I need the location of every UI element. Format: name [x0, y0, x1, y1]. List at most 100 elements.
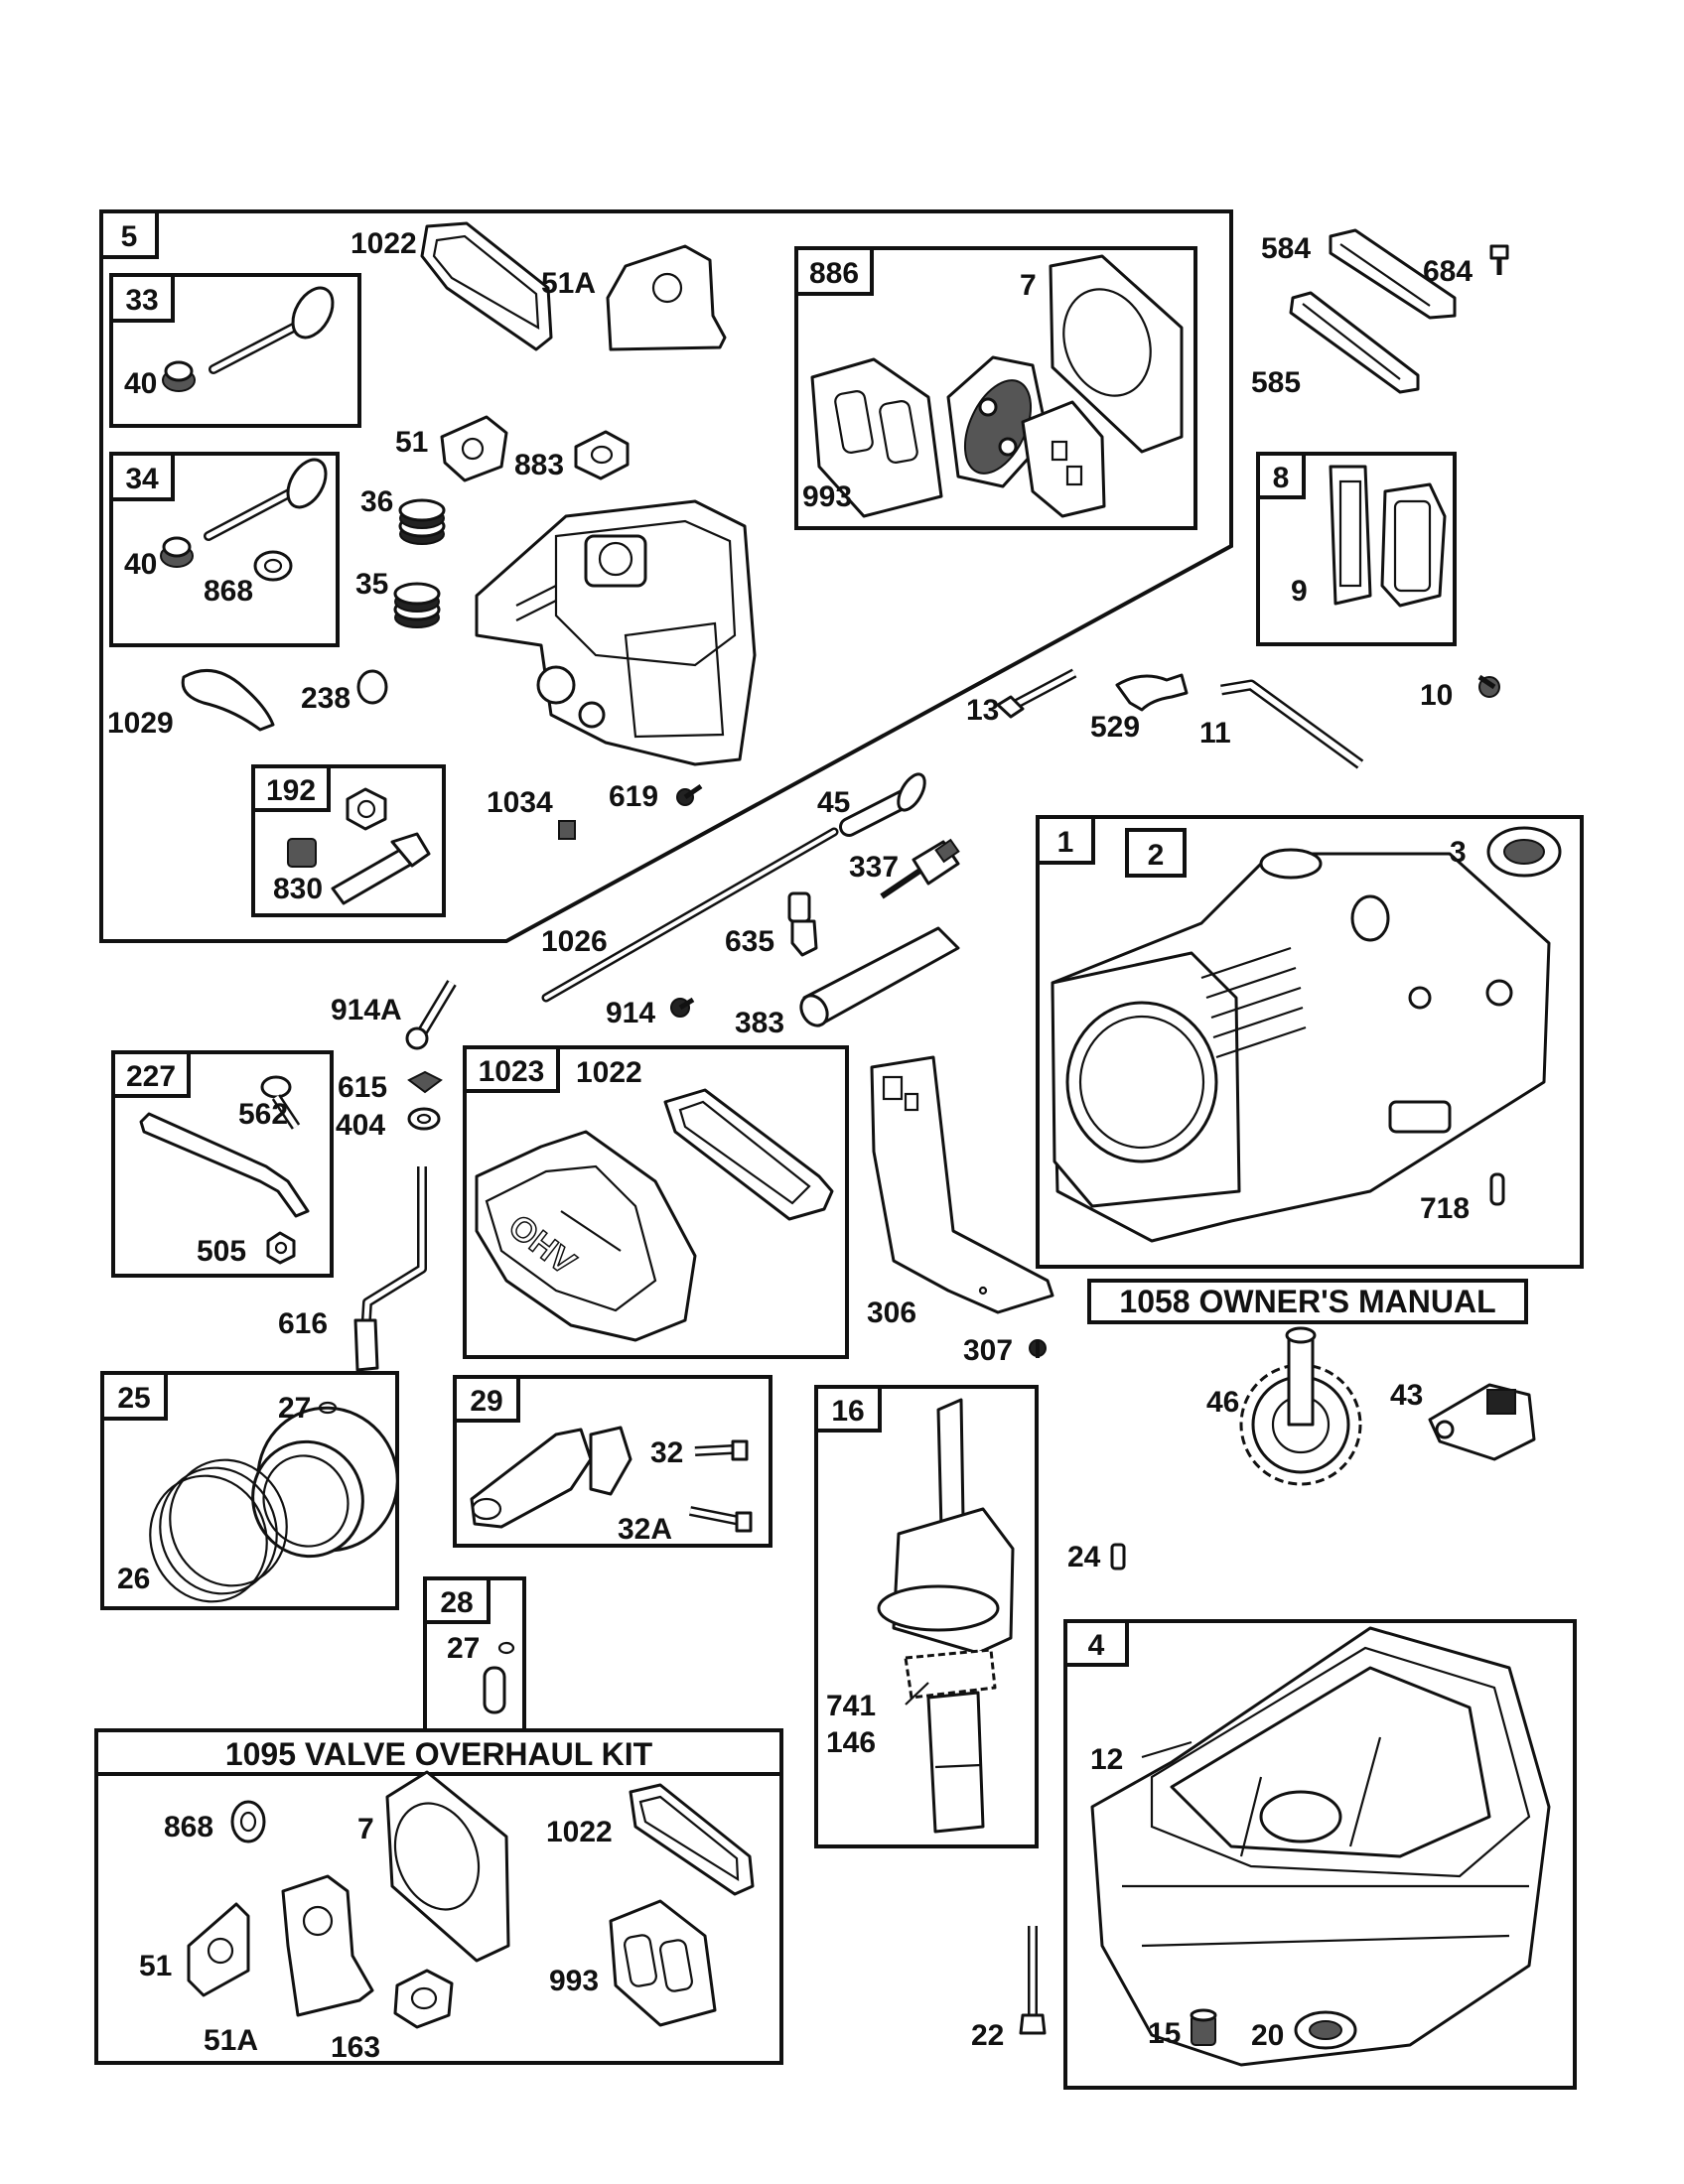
label-24: 24 [1067, 1541, 1101, 1573]
label-20: 20 [1251, 2019, 1284, 2052]
leader-741 [905, 1682, 929, 1706]
group-4-tab [1063, 1619, 1129, 1667]
piston-part [251, 1406, 399, 1559]
rocker-cover-gasket-1022-mid [663, 1088, 834, 1221]
group-16-number: 16 [831, 1395, 864, 1428]
head-gasket-7b [385, 1770, 510, 1963]
piston-pin-part [483, 1666, 506, 1714]
washer-404 [407, 1107, 441, 1131]
exhaust-gasket-163 [393, 1969, 454, 2029]
piston-pin-clip-27b [497, 1641, 515, 1655]
group-4-number: 4 [1088, 1629, 1105, 1662]
washer-615 [407, 1070, 443, 1094]
tappet-45 [839, 772, 926, 837]
group-29-number: 29 [470, 1385, 502, 1418]
intake-manifold-gasket-993a [810, 357, 943, 518]
group-192-tab [251, 764, 331, 812]
bolt-13 [996, 668, 1077, 719]
label-505: 505 [197, 1235, 246, 1268]
label-40-a: 40 [124, 367, 157, 400]
group-28-tab [423, 1576, 491, 1624]
bolt-32a [689, 1506, 753, 1533]
owners-manual-box [1087, 1279, 1528, 1324]
exhaust-valve-part [204, 458, 328, 541]
valve-kit-frame [94, 1728, 783, 2065]
label-741: 741 [826, 1690, 876, 1722]
camshaft-gear-46 [1239, 1326, 1362, 1486]
rocker-nut-part [346, 787, 387, 831]
oil-seal-3 [1486, 826, 1562, 878]
group-29-tab [453, 1375, 520, 1423]
governor-shaft-616 [353, 1166, 427, 1372]
label-46: 46 [1206, 1386, 1239, 1419]
label-307: 307 [963, 1334, 1013, 1367]
valve-seal-part-868a [253, 550, 293, 582]
crankcase-cover-part [1090, 1626, 1551, 2067]
label-27-b: 27 [447, 1632, 480, 1665]
valve-seal-868b [230, 1800, 266, 1843]
nut-505 [266, 1231, 296, 1265]
group-4-frame [1063, 1619, 1577, 2090]
group-1-number: 1 [1057, 826, 1074, 859]
label-51a-b: 51A [204, 2024, 258, 2057]
group-5-frame [99, 209, 1233, 943]
group-227-frame [111, 1050, 334, 1278]
intake-gasket-51a-top [606, 244, 727, 351]
group-886-tab [794, 246, 874, 296]
label-993-b: 993 [549, 1965, 599, 1997]
label-1022-b: 1022 [576, 1056, 642, 1089]
label-22: 22 [971, 2019, 1004, 2052]
label-43: 43 [1390, 1379, 1423, 1412]
compression-release-43 [1428, 1383, 1536, 1461]
label-36: 36 [360, 485, 393, 518]
intake-manifold-gasket-993-kit [609, 1899, 717, 2027]
label-404: 404 [336, 1109, 385, 1142]
label-529: 529 [1090, 711, 1140, 744]
spark-plug-337 [880, 838, 960, 899]
screw-684 [1489, 244, 1509, 275]
group-28-number: 28 [440, 1586, 473, 1619]
piston-rings-26 [149, 1458, 288, 1603]
label-35: 35 [355, 568, 388, 601]
valve-keeper-part-40a [162, 360, 196, 392]
intake-valve-part [209, 286, 335, 374]
group-192-frame [251, 764, 446, 917]
intake-gasket-51-top [440, 415, 508, 482]
label-32: 32 [650, 1436, 683, 1469]
group-25-tab [100, 1371, 168, 1421]
head-gasket-7a [1049, 254, 1184, 454]
group-2-tab [1125, 828, 1187, 878]
hose-529 [1115, 673, 1189, 712]
label-619: 619 [609, 780, 658, 813]
label-12: 12 [1090, 1743, 1123, 1776]
valve-kit-title: 1095 VALVE OVERHAUL KIT [225, 1736, 653, 1772]
group-1023-frame [463, 1045, 849, 1359]
label-306: 306 [867, 1297, 916, 1329]
group-2-number: 2 [1148, 839, 1165, 872]
group-29-frame [453, 1375, 772, 1548]
group-34-tab [109, 452, 175, 501]
label-40-b: 40 [124, 548, 157, 581]
bolt-562 [260, 1075, 301, 1130]
label-616: 616 [278, 1307, 328, 1340]
group-8-frame [1256, 452, 1457, 646]
group-227-number: 227 [126, 1060, 176, 1093]
breather-gasket-9 [1329, 465, 1372, 606]
governor-lever-part [139, 1112, 310, 1218]
label-10: 10 [1420, 679, 1453, 712]
group-34-frame [109, 452, 340, 647]
label-914: 914 [606, 997, 655, 1029]
valve-spring-35 [393, 582, 441, 628]
group-33-tab [109, 273, 175, 323]
crankshaft-part [877, 1398, 1015, 1834]
label-868-b: 868 [164, 1811, 213, 1843]
carburetor-gasket-883 [574, 430, 630, 480]
label-32a: 32A [618, 1513, 672, 1546]
tube-11 [1220, 679, 1364, 769]
label-45: 45 [817, 786, 850, 819]
label-7-a: 7 [1020, 269, 1037, 302]
label-51a-a: 51A [541, 267, 596, 300]
air-guide-306 [870, 1055, 1054, 1314]
label-383: 383 [735, 1007, 784, 1039]
